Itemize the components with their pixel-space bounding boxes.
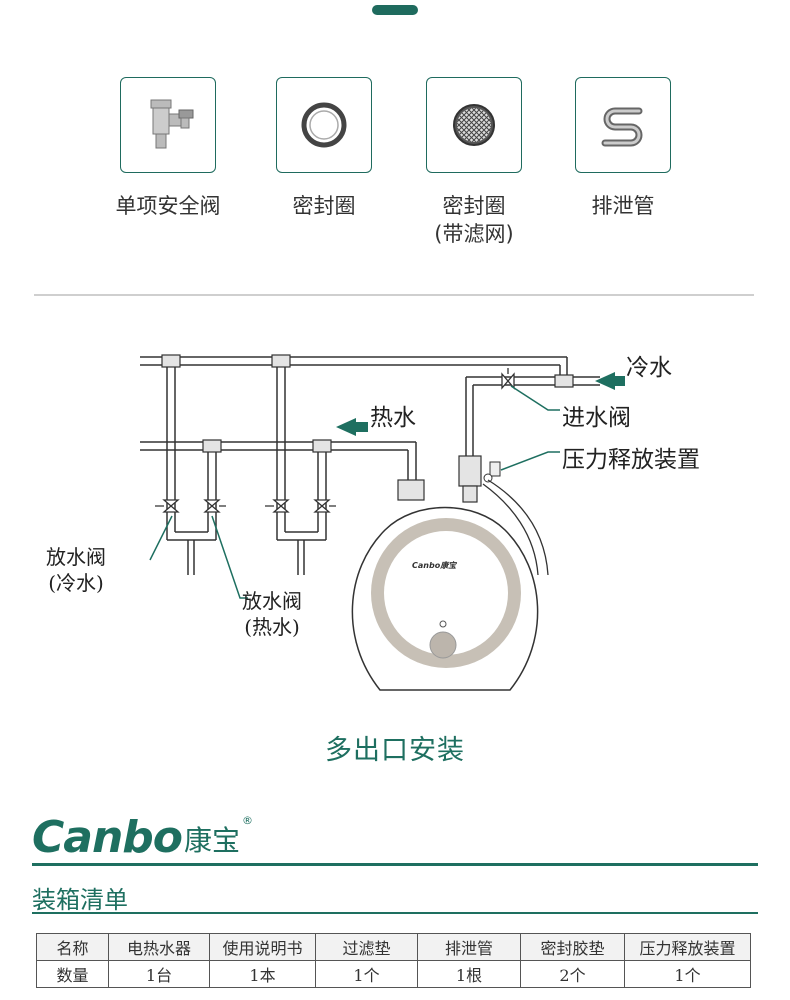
pressure-relief-label: 压力释放装置 bbox=[562, 447, 700, 473]
heater-brand-text: Canbo康宝 bbox=[412, 561, 457, 570]
seal-ring-card bbox=[276, 77, 372, 173]
section-divider bbox=[34, 294, 754, 296]
drain-pipe-card bbox=[575, 77, 671, 173]
drain-pipe-icon bbox=[601, 107, 643, 147]
table-cell: 1台 bbox=[108, 960, 210, 988]
safety-valve-card bbox=[120, 77, 216, 173]
table-cell: 使用说明书 bbox=[209, 933, 316, 961]
hot-water-label: 热水 bbox=[370, 405, 416, 431]
logo-registered-mark: ® bbox=[242, 814, 254, 827]
seal-ring-icon bbox=[301, 102, 347, 148]
packing-list-title: 装箱清单 bbox=[32, 886, 128, 914]
logo-latin: Canbo bbox=[32, 812, 183, 863]
accessory-label-drain-pipe: 排泄管 bbox=[591, 194, 655, 218]
table-cell: 电热水器 bbox=[108, 933, 210, 961]
accessory-label-safety-valve: 单项安全阀 bbox=[115, 194, 221, 218]
table-cell: 排泄管 bbox=[417, 933, 521, 961]
top-indicator-bar bbox=[372, 5, 418, 15]
installation-diagram: Canbo康宝 bbox=[140, 354, 625, 691]
table-row: 数量 1台 1本 1个 1根 2个 1个 bbox=[36, 960, 751, 988]
cold-water-label: 冷水 bbox=[626, 355, 672, 381]
inlet-valve-label: 进水阀 bbox=[562, 405, 631, 431]
table-cell: 过滤垫 bbox=[315, 933, 418, 961]
accessory-label-seal-ring-filter: 密封圈(带滤网) bbox=[434, 194, 514, 246]
drain-valve-hot-label: 放水阀(热水) bbox=[242, 589, 302, 639]
installation-title: 多出口安装 bbox=[325, 735, 465, 766]
logo-cn: 康宝 bbox=[184, 824, 241, 857]
packing-title-rule bbox=[32, 912, 758, 914]
seal-ring-filter-card bbox=[426, 77, 522, 173]
canbo-logo: Canbo 康宝 ® bbox=[32, 810, 253, 860]
accessory-label-seal-ring: 密封圈 bbox=[292, 194, 356, 218]
table-header-row: 名称 电热水器 使用说明书 过滤垫 排泄管 密封胶垫 压力释放装置 bbox=[36, 933, 751, 961]
brand-rule bbox=[32, 863, 758, 866]
drain-valve-cold-label: 放水阀(冷水) bbox=[46, 545, 106, 595]
table-cell: 1根 bbox=[417, 960, 521, 988]
table-cell: 压力释放装置 bbox=[624, 933, 751, 961]
table-cell: 1个 bbox=[624, 960, 751, 988]
table-cell: 名称 bbox=[36, 933, 109, 961]
table-cell: 2个 bbox=[520, 960, 625, 988]
packing-list-table: 名称 电热水器 使用说明书 过滤垫 排泄管 密封胶垫 压力释放装置 数量 1台 … bbox=[36, 933, 751, 988]
table-cell: 1个 bbox=[315, 960, 418, 988]
safety-valve-icon bbox=[150, 99, 194, 149]
seal-ring-filter-icon bbox=[453, 104, 495, 146]
table-cell: 1本 bbox=[209, 960, 316, 988]
table-cell: 密封胶垫 bbox=[520, 933, 625, 961]
table-cell: 数量 bbox=[36, 960, 109, 988]
